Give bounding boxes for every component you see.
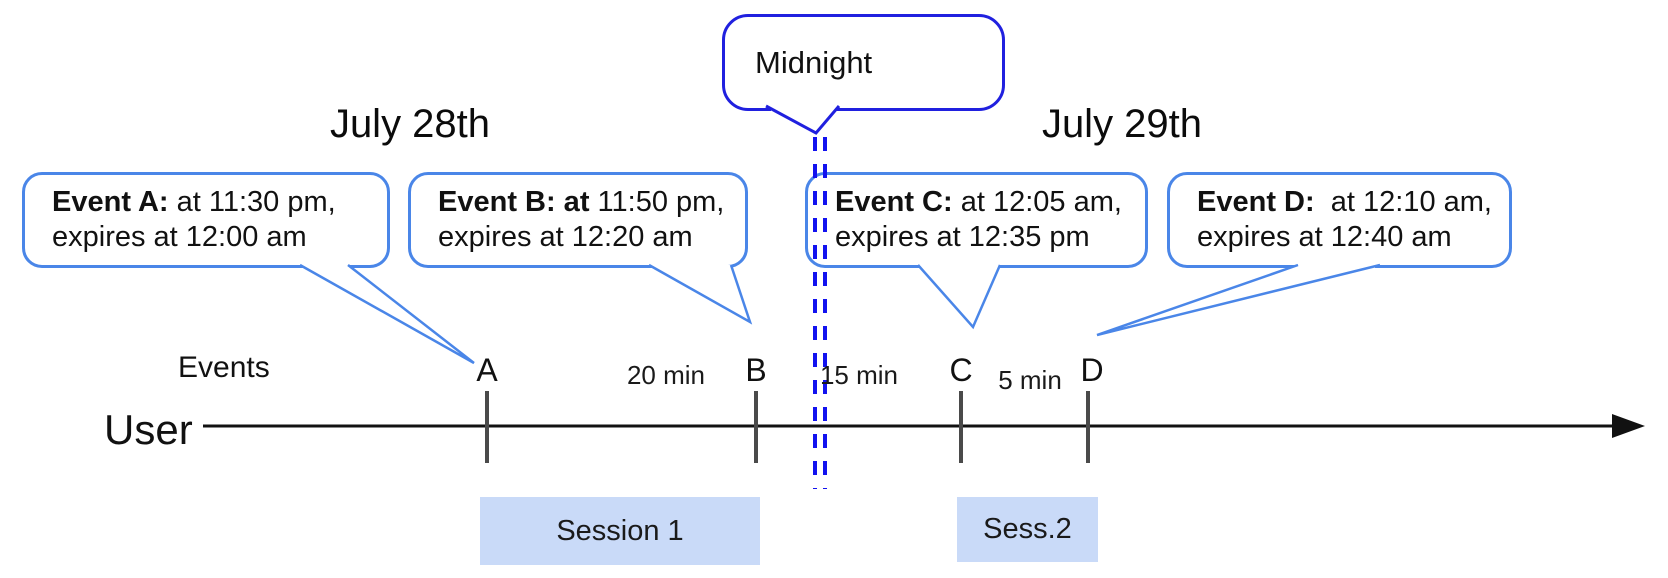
session-1-box: Session 1: [480, 497, 760, 565]
event-a-title: Event A:: [52, 186, 169, 218]
event-b-callout: Event B: at 11:50 pm, expires at 12:20 a…: [408, 172, 748, 268]
event-c-line2: expires at 12:35 pm: [835, 221, 1090, 253]
event-d-title: Event D:: [1197, 186, 1315, 218]
user-row-label: User: [104, 406, 193, 453]
event-b-time: 11:50 pm,: [589, 186, 725, 218]
midnight-callout-label: Midnight: [755, 44, 873, 80]
event-d-time: at 12:10 am,: [1314, 186, 1492, 218]
event-a-line1: Event A: at 11:30 pm,: [52, 185, 387, 220]
tick-label-a: A: [476, 352, 498, 388]
event-b-line1: Event B: at 11:50 pm,: [438, 185, 745, 220]
session-1-label: Session 1: [556, 514, 684, 547]
day-heading-july-29: July 29th: [1041, 102, 1203, 146]
session-2-box: Sess.2: [957, 497, 1098, 562]
event-c-callout: Event C: at 12:05 am, expires at 12:35 p…: [805, 172, 1148, 268]
timeline-arrowhead-icon: [1612, 414, 1645, 438]
gap-label-5-min: 5 min: [998, 365, 1062, 395]
event-d-callout-tail: [1096, 263, 1381, 337]
event-a-callout: Event A: at 11:30 pm, expires at 12:00 a…: [22, 172, 390, 268]
tick-label-d: D: [1080, 352, 1104, 388]
event-a-callout-tail: [299, 263, 475, 365]
event-b-title: Event B: at: [438, 186, 590, 218]
event-c-title: Event C:: [835, 186, 953, 218]
event-b-line2: expires at 12:20 am: [438, 221, 693, 253]
event-d-line1: Event D: at 12:10 am,: [1197, 185, 1509, 220]
event-b-callout-tail: [648, 263, 753, 325]
event-d-callout: Event D: at 12:10 am, expires at 12:40 a…: [1167, 172, 1512, 268]
events-row-label: Events: [178, 351, 270, 384]
event-a-line2: expires at 12:00 am: [52, 221, 307, 253]
event-d-line2: expires at 12:40 am: [1197, 221, 1452, 253]
event-c-time: at 12:05 am,: [952, 186, 1122, 218]
midnight-callout: Midnight: [722, 14, 1005, 111]
event-c-callout-tail: [917, 264, 1002, 330]
gap-label-20-min: 20 min: [626, 360, 706, 390]
tick-label-b: B: [745, 352, 767, 388]
session-2-label: Sess.2: [983, 513, 1072, 545]
event-a-time: at 11:30 pm,: [168, 186, 336, 218]
tick-label-c: C: [949, 352, 973, 388]
day-heading-july-28: July 28th: [329, 102, 491, 146]
event-c-line1: Event C: at 12:05 am,: [835, 185, 1145, 220]
gap-label-15-min: 15 min: [819, 360, 899, 390]
